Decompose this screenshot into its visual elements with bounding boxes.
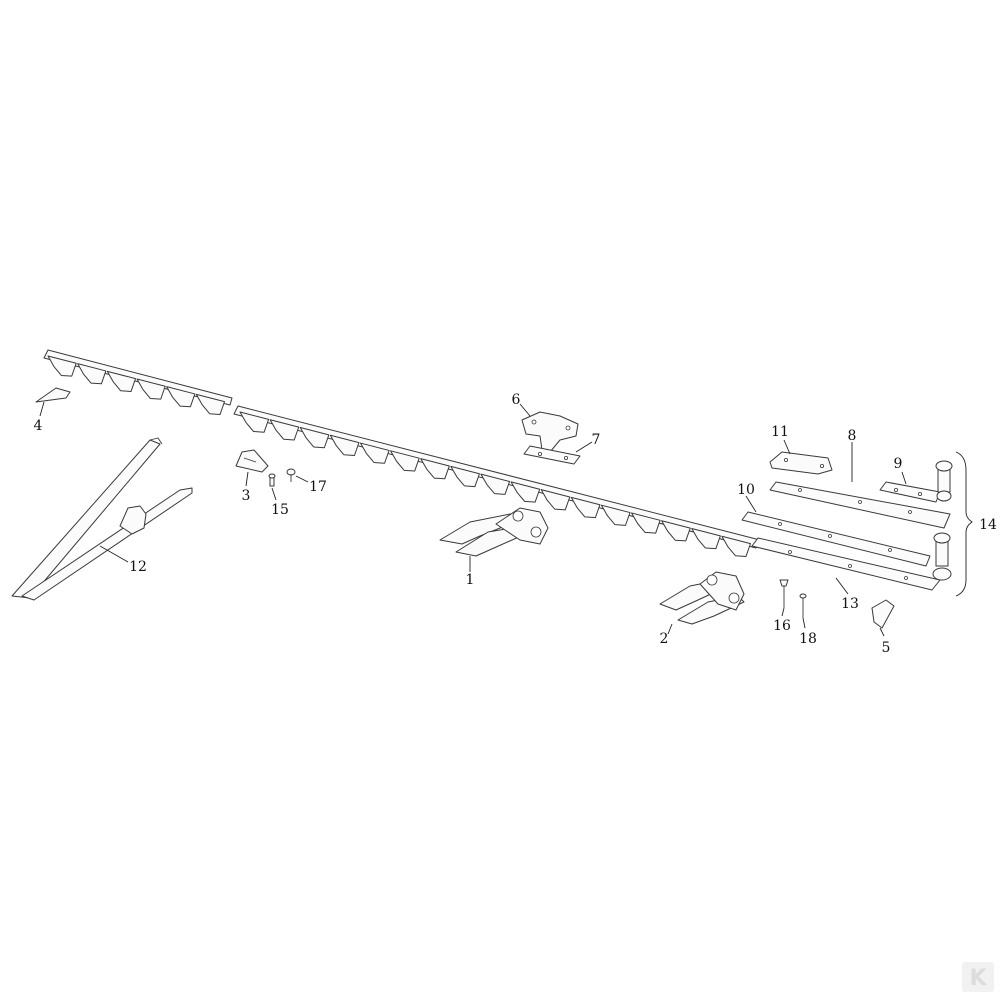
callout-label-13: 13 <box>841 596 859 612</box>
knife-tooth <box>359 442 390 464</box>
guard-frame-part-12 <box>11 437 193 601</box>
watermark-logo: K <box>962 962 994 992</box>
callout-label-5: 5 <box>882 640 891 656</box>
rivet-part-15 <box>268 473 277 501</box>
callout-label-7: 7 <box>592 432 601 448</box>
finger-guard-part-2 <box>659 571 745 635</box>
callout-label-16: 16 <box>773 618 791 634</box>
knife-bar-left-segment <box>43 349 233 415</box>
callout-label-3: 3 <box>242 488 251 504</box>
knife-tooth <box>721 535 751 557</box>
plate-part-7 <box>523 441 593 465</box>
knife-tooth <box>299 427 330 449</box>
screw-part-17 <box>286 468 309 483</box>
callout-label-4: 4 <box>34 418 43 434</box>
knife-tooth <box>47 355 77 377</box>
knife-tooth <box>269 419 300 441</box>
knife-section-part-5 <box>871 599 895 637</box>
knife-tooth <box>329 434 360 457</box>
drive-arm-part-9 <box>879 460 953 503</box>
callout-label-11: 11 <box>771 424 789 440</box>
callout-label-10: 10 <box>737 482 755 498</box>
knife-tooth <box>195 393 226 415</box>
knife-back-part-13 <box>751 532 952 595</box>
callout-label-12: 12 <box>129 559 147 575</box>
knife-section-part-3 <box>235 449 269 487</box>
bolt-part-16 <box>779 579 789 617</box>
callout-label-14: 14 <box>979 517 997 533</box>
knife-tooth <box>631 512 661 534</box>
knife-tooth <box>570 496 601 519</box>
callout-label-1: 1 <box>466 572 475 588</box>
callout-label-2: 2 <box>660 631 669 647</box>
knife-tooth <box>166 386 196 408</box>
callout-label-18: 18 <box>799 631 817 647</box>
knife-tooth <box>691 527 721 550</box>
callout-label-15: 15 <box>271 502 289 518</box>
bracket-part-11 <box>769 439 833 475</box>
knife-tooth <box>106 370 137 392</box>
knife-tooth <box>420 458 450 480</box>
callout-label-8: 8 <box>848 428 857 444</box>
knife-tooth <box>510 481 541 503</box>
knife-tooth <box>239 411 270 433</box>
wear-strip-part-8 <box>769 442 951 529</box>
knife-tooth <box>480 473 511 495</box>
knife-tooth <box>450 465 480 488</box>
knife-section-part-4 <box>35 387 71 417</box>
finger-guard-part-1 <box>439 507 549 572</box>
assembly-bracket-14 <box>955 451 973 597</box>
knife-back-part-10 <box>741 495 931 567</box>
callout-label-17: 17 <box>309 479 327 495</box>
knife-tooth <box>77 363 107 385</box>
watermark-logo-letter: K <box>969 966 987 991</box>
callout-label-6: 6 <box>512 392 521 408</box>
knife-tooth <box>540 489 571 511</box>
callout-label-9: 9 <box>894 456 903 472</box>
knife-tooth <box>136 378 166 400</box>
bolt-part-18 <box>799 593 807 629</box>
knife-tooth <box>600 504 631 526</box>
knife-tooth <box>661 520 691 542</box>
knife-head-part-6 <box>519 403 579 453</box>
knife-tooth <box>390 450 420 472</box>
